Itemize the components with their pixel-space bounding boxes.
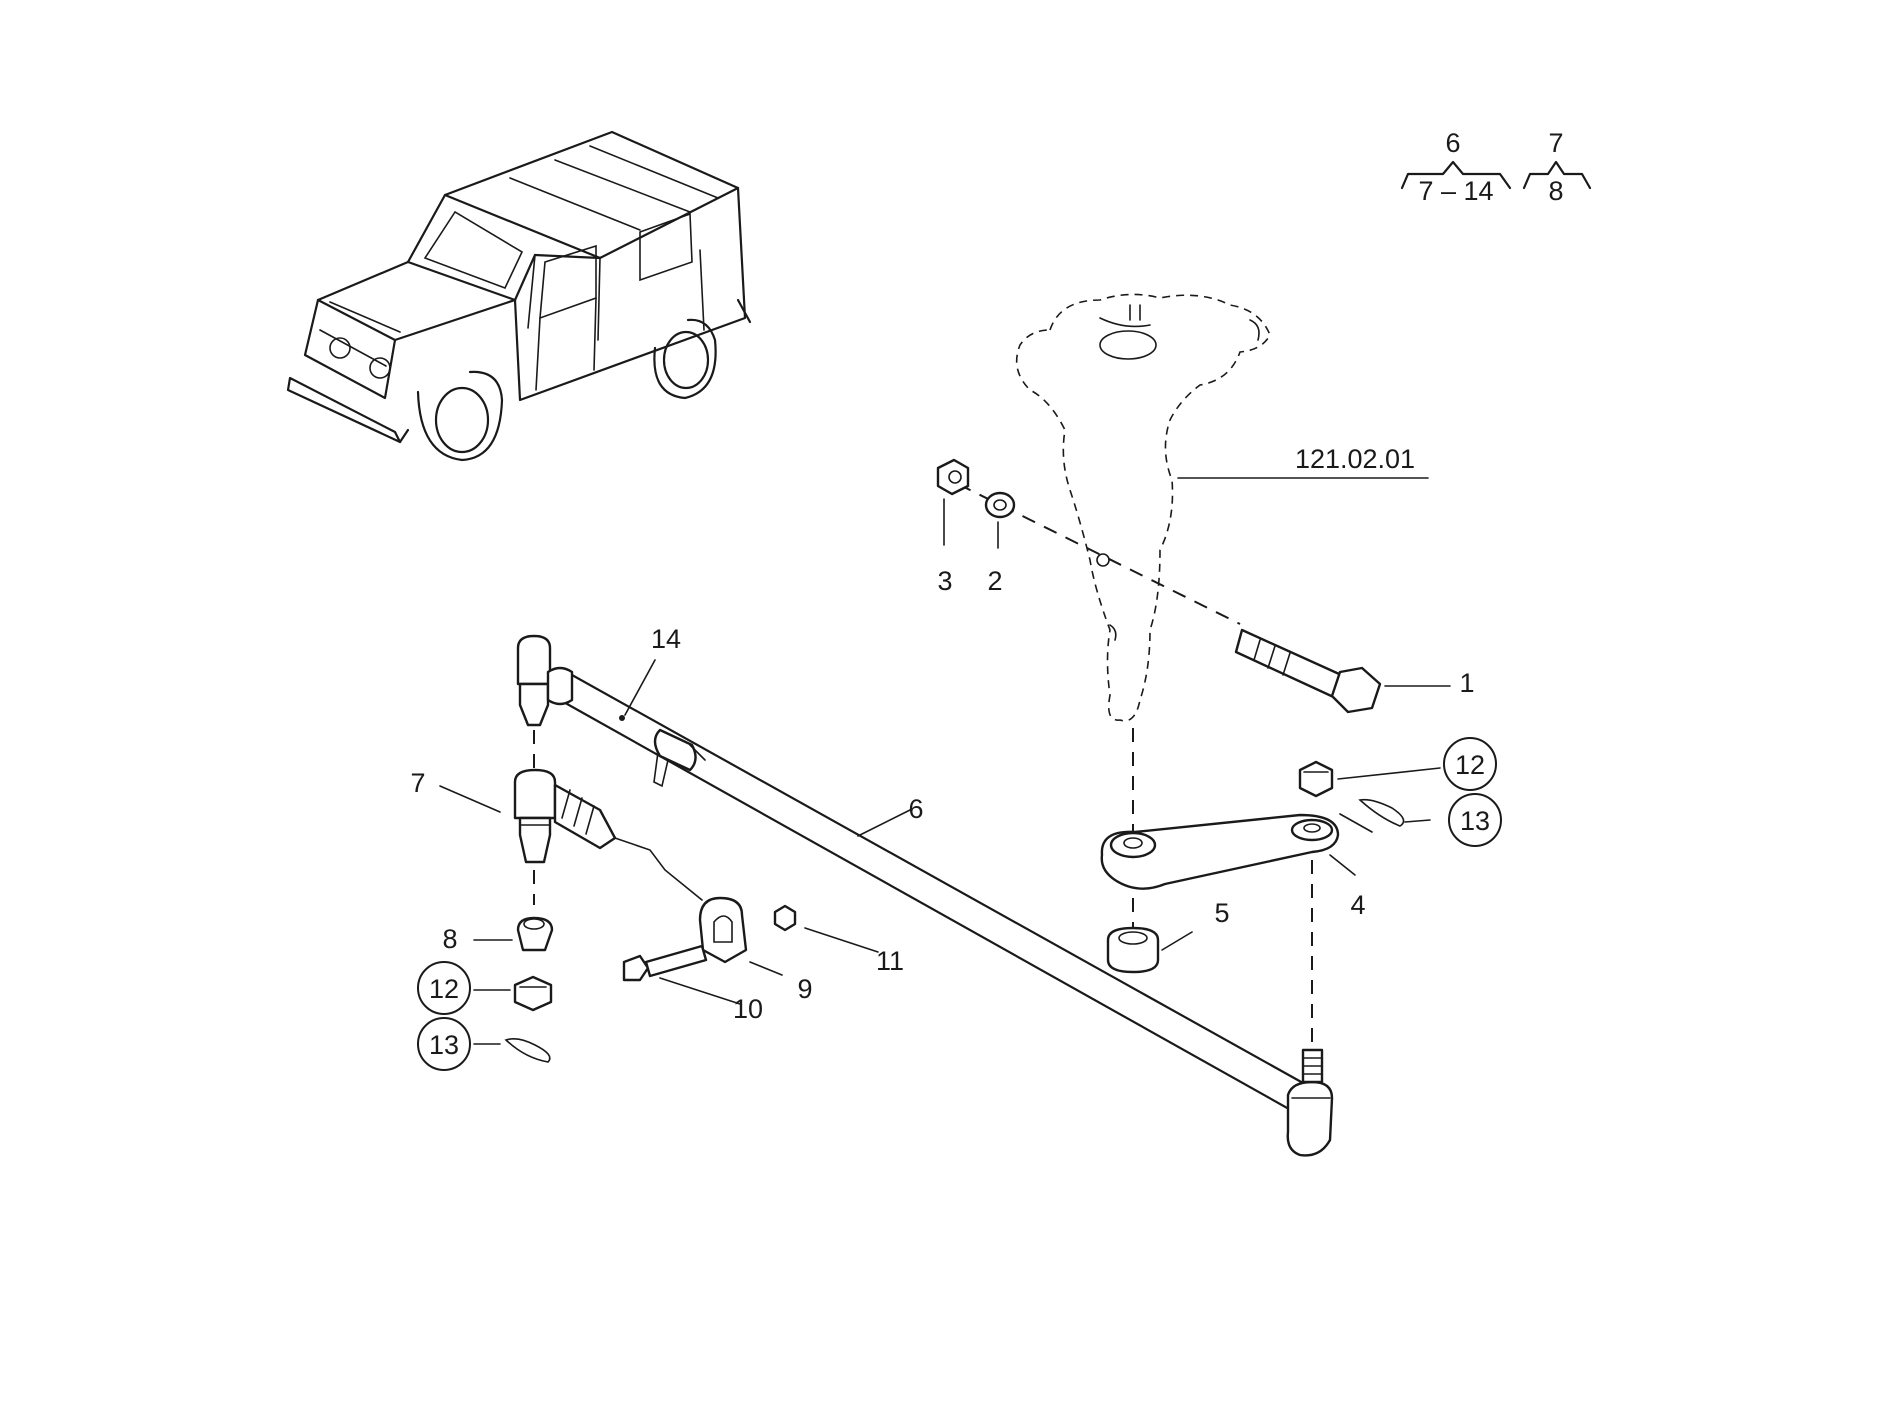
callout-10: 10	[733, 994, 763, 1024]
callout-13-left: 13	[429, 1030, 459, 1060]
assembly-legend: 6 7 – 14 7 8	[1400, 128, 1592, 206]
clamp-group	[614, 837, 879, 1005]
callout-6: 6	[908, 794, 923, 824]
legend-group-a-bottom: 7 – 14	[1418, 176, 1493, 206]
reference-callout: 121.02.01	[1177, 444, 1429, 479]
callout-13-right: 13	[1460, 806, 1490, 836]
reference-label: 121.02.01	[1295, 444, 1415, 474]
callout-circle-12-right	[1443, 737, 1497, 791]
bolt-nut-washer-group	[936, 458, 1451, 714]
callout-1: 1	[1459, 668, 1474, 698]
callout-2: 2	[987, 566, 1002, 596]
callout-circle-13-right	[1448, 793, 1502, 847]
callout-labels: 1 2 3 4 5 6 7 8 9 10 11 12 13 12 13 14	[410, 566, 1490, 1060]
vehicle-illustration	[286, 130, 752, 462]
callout-12-right: 12	[1455, 750, 1485, 780]
callout-3: 3	[937, 566, 952, 596]
legend-group-b-bottom: 8	[1548, 176, 1563, 206]
callout-4: 4	[1350, 890, 1365, 920]
callout-9: 9	[797, 974, 812, 1004]
callout-circle-12-left	[417, 961, 471, 1015]
callout-5: 5	[1214, 898, 1229, 928]
tie-rod-group	[552, 659, 1334, 1157]
steering-gear-housing	[1015, 293, 1271, 722]
legend-group-b-top: 7	[1548, 128, 1563, 158]
callout-12-left: 12	[429, 974, 459, 1004]
callout-circle-13-left	[417, 1017, 471, 1071]
callout-7: 7	[410, 768, 425, 798]
left-ball-joint-group	[439, 634, 617, 1063]
callout-8: 8	[442, 924, 457, 954]
steering-arm-group	[1100, 728, 1441, 1045]
callout-14: 14	[651, 624, 681, 654]
legend-group-a-top: 6	[1445, 128, 1460, 158]
callout-11: 11	[876, 946, 904, 976]
